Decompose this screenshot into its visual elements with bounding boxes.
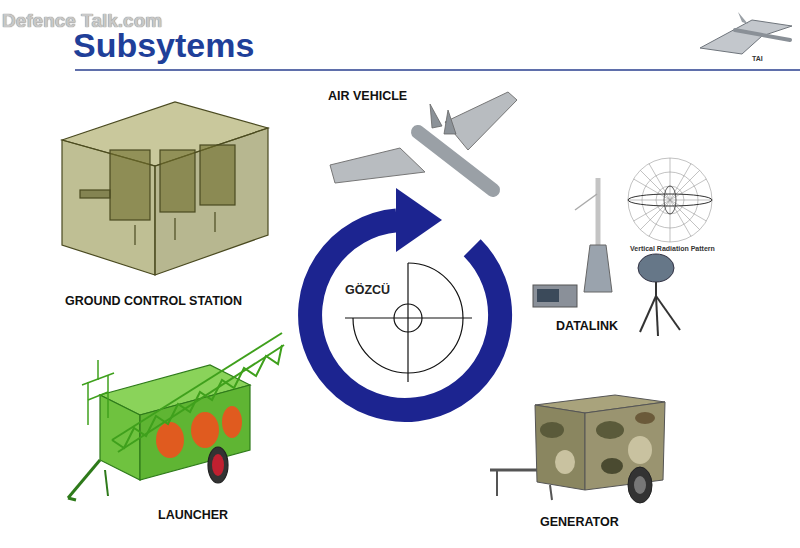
system-name: GÖZCÜ [345, 283, 390, 297]
slide-title: Subsytems [73, 26, 254, 65]
title-rule [75, 69, 800, 71]
part-name: GROUND CONTROL STATION [65, 294, 242, 308]
generator-drawing [490, 395, 665, 503]
part-name: GENERATOR [540, 515, 619, 529]
air-vehicle-drawing [330, 92, 517, 190]
crosshair [345, 263, 472, 382]
part-name: DATALINK [556, 319, 618, 333]
container-drawing [62, 102, 268, 275]
launcher-drawing [68, 333, 284, 500]
logo-mark: TAI [752, 55, 763, 63]
part-name: AIR VEHICLE [328, 89, 407, 103]
logo-drone [700, 12, 792, 54]
watermark: Defence Talk.com [2, 10, 162, 32]
part-name: LAUNCHER [158, 508, 228, 522]
diagram-caption: Vertical Radiation Pattern [630, 245, 715, 253]
cycle-arrow [310, 188, 500, 410]
